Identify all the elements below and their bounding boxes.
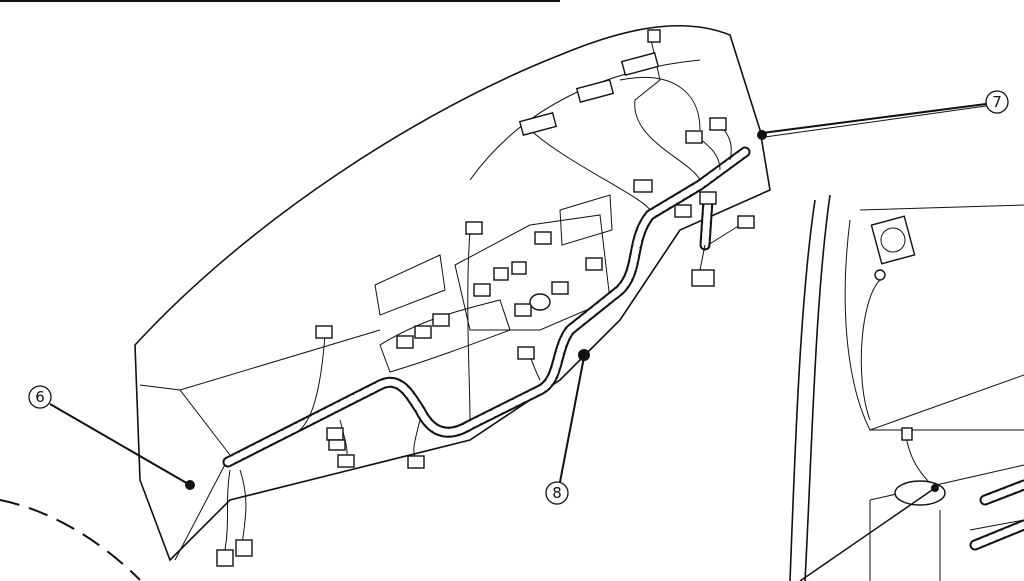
dashboard-outline <box>134 25 771 562</box>
connectors <box>216 29 755 567</box>
dashboard-top-contour <box>469 59 701 181</box>
main-harness-pattern <box>224 148 749 466</box>
steering-wheel-outline <box>0 499 141 581</box>
callout-7: 7 <box>757 90 1009 140</box>
body-panel-right <box>789 194 1024 581</box>
callout-7-label: 7 <box>992 93 1002 111</box>
dashboard-lower-face <box>139 329 381 561</box>
callout-8: 8 <box>545 356 585 505</box>
callout-6: 6 <box>28 385 195 490</box>
callout-8-label: 8 <box>552 484 562 502</box>
branch-harness-pattern <box>701 196 712 249</box>
fan-icon <box>880 227 906 253</box>
callout-6-label: 6 <box>35 388 45 406</box>
